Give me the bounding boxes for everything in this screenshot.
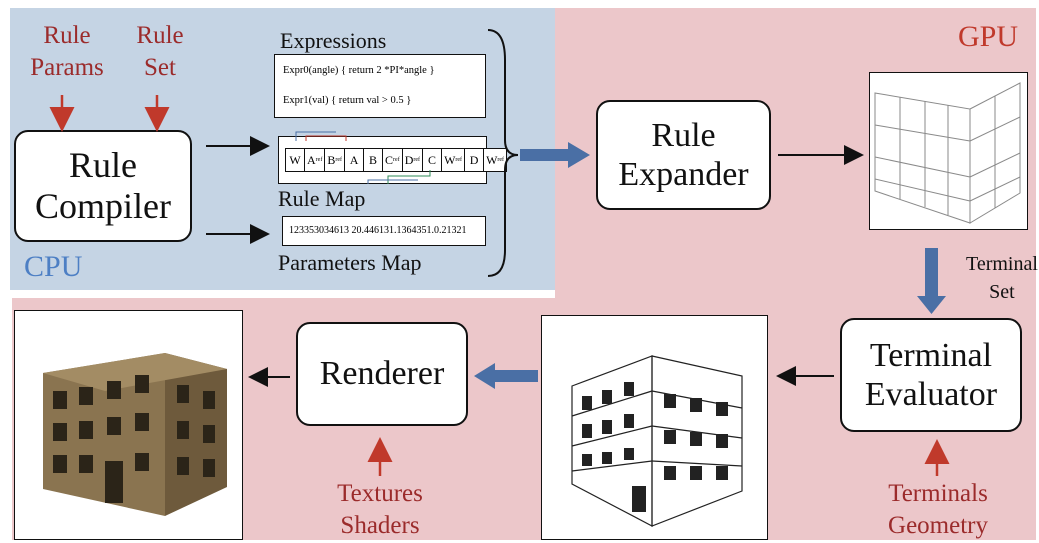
- textures-shaders-label: Textures Shaders: [337, 480, 423, 539]
- rule-map-cell-symbol: A: [307, 152, 316, 167]
- rule-map-cell-subscript: ref: [315, 157, 323, 163]
- parameters-map-box: 123353034613 20.446131.1364351.0.21321: [282, 216, 486, 246]
- rule-set-label: Rule Set: [136, 22, 184, 81]
- terminal-evaluator-label: Terminal Evaluator: [864, 336, 998, 413]
- rule-expander-label: Rule Expander: [618, 116, 749, 193]
- expressions-box: Expr0(angle) { return 2 *PI*angle } Expr…: [274, 54, 486, 118]
- rule-map-cell: A: [344, 148, 365, 172]
- wireframe-building-icon: [571, 355, 743, 527]
- cpu-label: CPU: [24, 250, 83, 283]
- rule-compiler-label: Rule Compiler: [35, 144, 171, 226]
- rule-map-caption: Rule Map: [278, 186, 366, 211]
- gpu-label: GPU: [958, 20, 1019, 53]
- expressions-title: Expressions: [280, 28, 387, 53]
- rule-map-cell-subscript: ref: [413, 157, 421, 163]
- rule-map-cell-symbol: A: [349, 152, 359, 167]
- parameters-map-value: 123353034613 20.446131.1364351.0.21321: [289, 225, 467, 236]
- renderer-label: Renderer: [319, 355, 445, 393]
- rule-map-cell-symbol: C: [428, 152, 437, 167]
- rule-map-cell: B: [363, 148, 384, 172]
- renderer-node: Renderer: [296, 322, 468, 426]
- rule-map-cell-symbol: W: [444, 152, 456, 167]
- rule-map-cell-subscript: ref: [455, 157, 463, 163]
- rule-map-cell-subscript: ref: [497, 157, 505, 163]
- rule-expander-node: Rule Expander: [596, 100, 771, 210]
- expanded-rule-image: [869, 72, 1028, 230]
- rule-params-label: Rule Params: [30, 22, 104, 81]
- rule-map-cell-symbol: D: [404, 152, 414, 167]
- rule-map-cell-symbol: B: [327, 152, 336, 167]
- rule-map-cell-symbol: D: [469, 152, 479, 167]
- rule-map-cell-subscript: ref: [335, 157, 343, 163]
- rendered-building-image: [14, 310, 243, 540]
- rule-map-cell: C: [422, 148, 443, 172]
- rule-map-cell: W: [285, 148, 305, 172]
- rule-map-cell-symbol: W: [289, 152, 301, 167]
- rule-map-cell: D: [464, 148, 485, 172]
- terminal-set-label: Terminal Set: [966, 253, 1038, 303]
- expression-1: Expr1(val) { return val > 0.5 }: [283, 95, 412, 106]
- rule-map-cell-subscript: ref: [393, 157, 400, 163]
- rule-compiler-node: Rule Compiler: [14, 130, 192, 242]
- rule-map-cell-symbol: B: [369, 152, 378, 167]
- rule-map-cell-symbol: W: [486, 152, 498, 167]
- rule-map-cell-symbol: C: [385, 152, 394, 167]
- wireframe-box-icon: [874, 82, 1021, 224]
- expression-0: Expr0(angle) { return 2 *PI*angle }: [283, 65, 435, 76]
- terminal-wireframe-image: [541, 315, 768, 540]
- terminal-evaluator-node: Terminal Evaluator: [840, 318, 1022, 432]
- building-icon: [43, 353, 227, 516]
- terminals-geometry-label: Terminals Geometry: [888, 480, 988, 539]
- parameters-map-caption: Parameters Map: [278, 250, 422, 275]
